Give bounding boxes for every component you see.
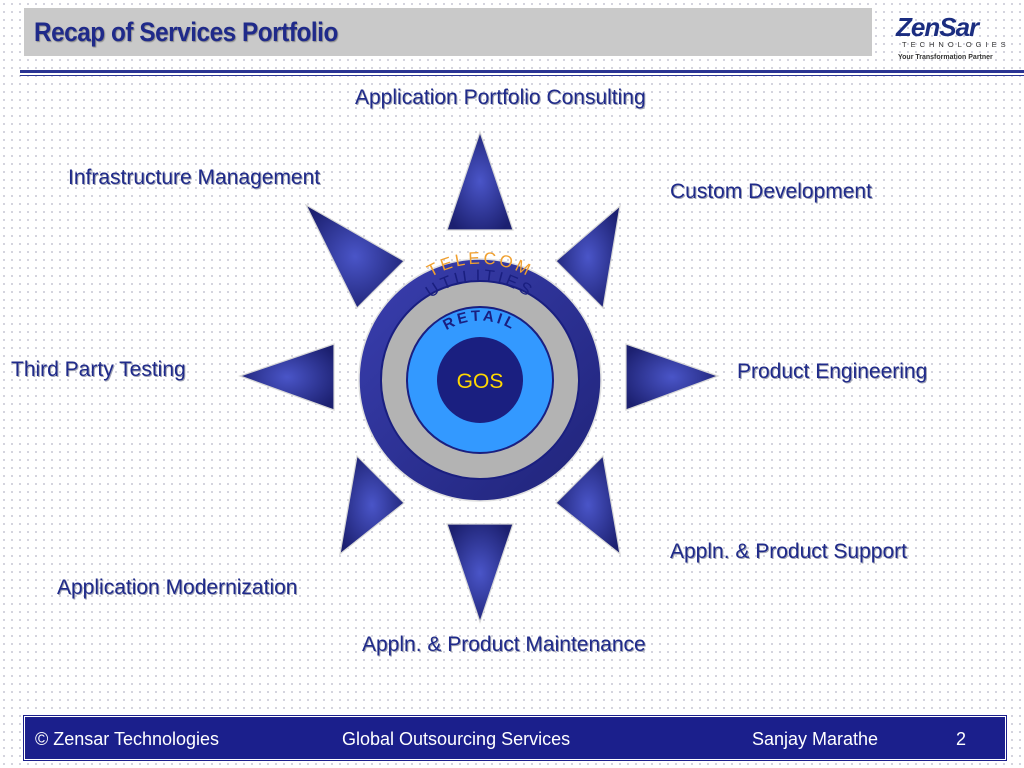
arrows — [238, 130, 720, 624]
arrow-top — [446, 130, 514, 231]
service-appln-product-maintenance: Appln. & Product Maintenance — [362, 633, 646, 656]
core-label: GOS — [457, 370, 504, 393]
service-appln-product-support: Appln. & Product Support — [670, 540, 907, 563]
service-application-portfolio-consulting: Application Portfolio Consulting — [355, 86, 646, 109]
core-gos — [437, 337, 523, 423]
arrow-top-right — [555, 204, 621, 310]
arrow-bottom — [446, 523, 514, 624]
arrow-bottom-left — [339, 454, 405, 556]
header-divider-thin — [20, 75, 1024, 76]
title-bar: Recap of Services Portfolio — [24, 8, 872, 56]
footer-center-text: Global Outsourcing Services — [342, 729, 571, 749]
logo-name: ZenSar — [896, 12, 979, 42]
service-third-party-testing: Third Party Testing — [11, 358, 186, 381]
page-title: Recap of Services Portfolio — [34, 17, 338, 47]
footer-bar: © Zensar Technologies Global Outsourcing… — [23, 715, 1007, 761]
logo-subtitle: TECHNOLOGIES — [902, 40, 1010, 49]
page-number: 2 — [956, 729, 967, 749]
arrow-bottom-right — [555, 454, 621, 556]
arrow-right — [625, 343, 720, 411]
footer-copyright: © Zensar Technologies — [35, 729, 220, 749]
arrow-top-left — [304, 203, 405, 310]
footer-author: Sanjay Marathe — [752, 729, 879, 749]
logo-tagline: Your Transformation Partner — [898, 54, 993, 61]
zensar-logo: ZenSar TECHNOLOGIES Your Transformation … — [890, 10, 1008, 66]
arrow-left — [238, 343, 335, 411]
service-custom-development: Custom Development — [670, 180, 872, 203]
service-infrastructure-management: Infrastructure Management — [68, 166, 321, 189]
header-divider — [20, 70, 1024, 73]
service-product-engineering: Product Engineering — [737, 360, 928, 383]
service-application-modernization: Application Modernization — [57, 576, 298, 599]
